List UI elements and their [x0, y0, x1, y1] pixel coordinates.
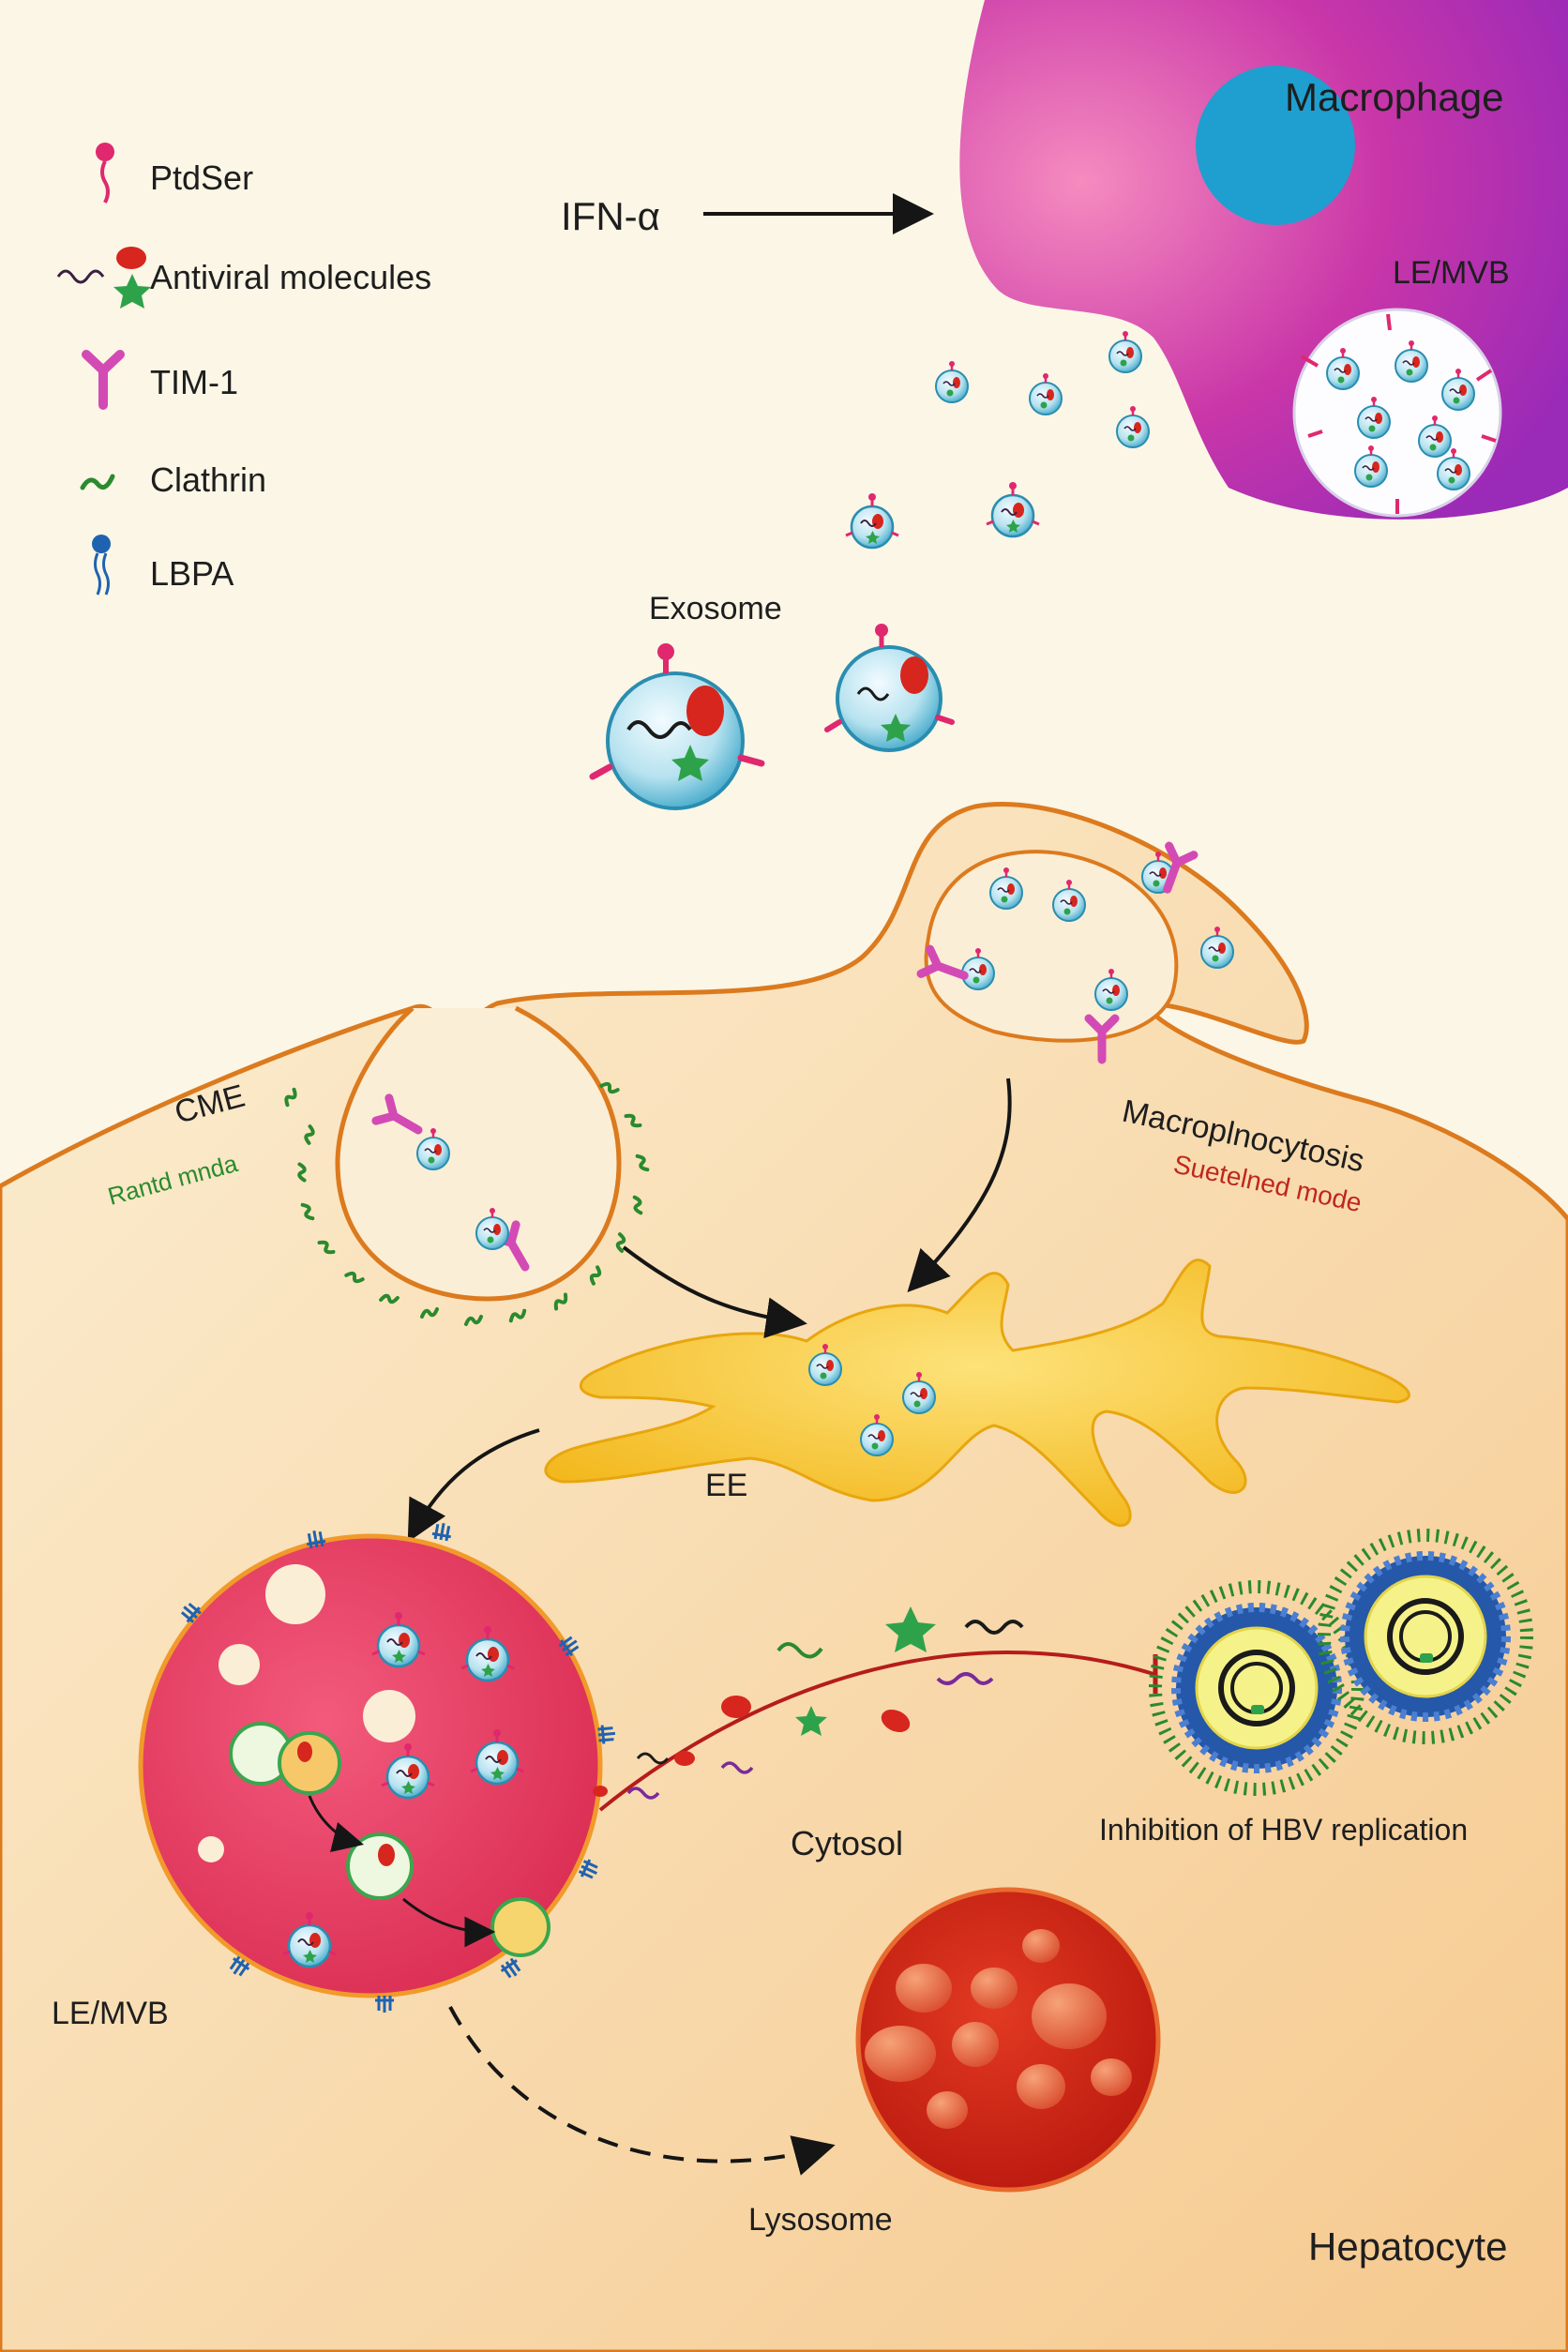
legend-clathrin-icon [80, 474, 115, 490]
macrophage-label: Macrophage [1285, 75, 1503, 119]
legend-antiviral-label: Antiviral molecules [150, 258, 431, 296]
macrophage-le-mvb-label: LE/MVB [1393, 255, 1510, 291]
legend: PtdSer Antiviral molecules TIM-1 Clathri… [56, 143, 431, 596]
lysosome [855, 1887, 1161, 2193]
ifn-label: IFN-α [561, 194, 660, 238]
hepatocyte-label: Hepatocyte [1308, 2224, 1507, 2269]
legend-lbpa-icon [92, 535, 111, 596]
ee-to-le-arrow [407, 1428, 540, 1543]
ee-label: EE [705, 1468, 747, 1503]
macrophage-nucleus [1196, 66, 1355, 225]
macrophage-le-mvb [1292, 308, 1502, 518]
hepatocyte-le-mvb-label: LE/MVB [52, 1996, 169, 2031]
early-endosome [544, 1259, 1410, 1528]
legend-clathrin-label: Clathrin [150, 460, 266, 499]
macropinocytosis-to-ee-arrow [907, 1078, 1012, 1293]
legend-tim1-icon [82, 350, 125, 410]
cme-to-ee-arrow [622, 1245, 807, 1339]
antiviral-release [593, 1606, 1158, 1812]
macropinocytosis-cup [921, 846, 1235, 1060]
le-to-lysosome-arrow [448, 2006, 836, 2176]
cytosol-label: Cytosol [791, 1824, 903, 1862]
exosome-large-2 [824, 624, 955, 752]
macrophage-cell [959, 0, 1568, 520]
legend-tim1-label: TIM-1 [150, 363, 238, 401]
legend-ptdser-label: PtdSer [150, 158, 253, 197]
legend-antiviral-icon [56, 247, 151, 309]
hepatocyte-le-mvb [138, 1520, 618, 2014]
exosome-large-1 [589, 643, 765, 810]
legend-ptdser-icon [96, 143, 114, 204]
legend-lbpa-label: LBPA [150, 554, 234, 593]
fusing-exosome [229, 1722, 341, 1795]
exosome-label: Exosome [649, 591, 782, 626]
hbv-inhibition-label: Inhibition of HBV replication [1099, 1813, 1468, 1847]
cme-pit [280, 1005, 650, 1326]
lysosome-label: Lysosome [748, 2202, 893, 2238]
